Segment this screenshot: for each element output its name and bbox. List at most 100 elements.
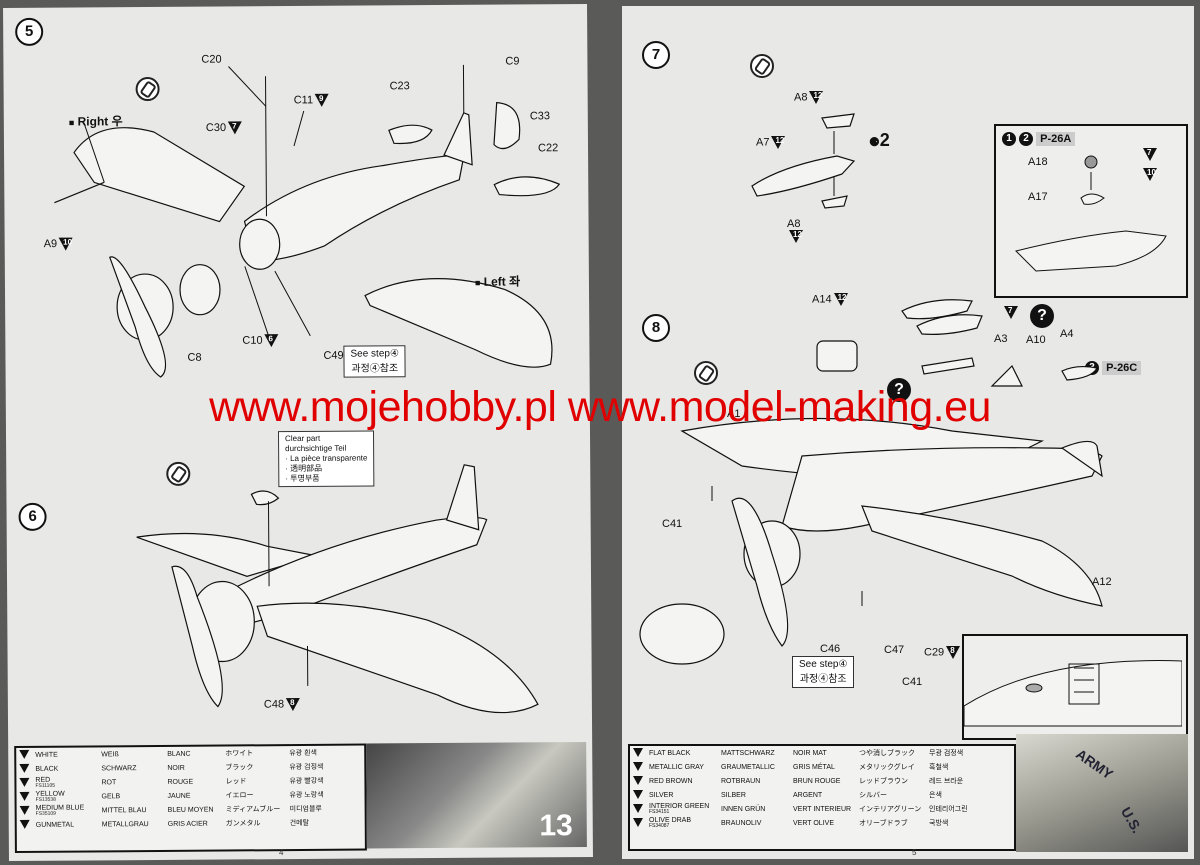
part-label-a1: A1 bbox=[727, 408, 741, 420]
paint-kr: 인테리어그린 bbox=[929, 806, 968, 813]
paint-kr: 유광 노랑색 bbox=[289, 791, 324, 800]
paint-table-right: FLAT BLACK MATTSCHWARZ NOIR MAT つや消しブラック 무광 … bbox=[628, 744, 1016, 851]
paint-number: 7 bbox=[1008, 306, 1013, 315]
paint-en: WHITE bbox=[35, 751, 58, 759]
paint-fr: GRIS MÉTAL bbox=[793, 763, 835, 771]
paint-triangle-icon bbox=[633, 747, 643, 757]
part-label-a18: A18 bbox=[1028, 156, 1048, 168]
paint-fs: FS35109 bbox=[35, 810, 56, 817]
c30-text: C30 bbox=[205, 121, 227, 135]
paint-fr: NOIR MAT bbox=[793, 749, 827, 757]
see-step-note: See step④ 과정④참조 bbox=[343, 345, 407, 378]
paint-en: RED BROWN bbox=[649, 777, 693, 785]
left-wing-label: ■ Left 좌 bbox=[475, 272, 520, 289]
right-label-text: Right 우 bbox=[77, 114, 123, 129]
step-6-drawing bbox=[136, 464, 539, 714]
paint-triangle-icon: 7 bbox=[228, 121, 243, 135]
paint-triangle-icon bbox=[19, 791, 30, 801]
part-label-c41: C41 bbox=[662, 518, 683, 530]
paint-jp: ミディアムブルー bbox=[225, 806, 281, 814]
paint-callout: 10 bbox=[1141, 168, 1157, 181]
paint-triangle-icon bbox=[633, 789, 643, 799]
part-label-a4: A4 bbox=[1060, 328, 1074, 340]
paint-de: BRAUNOLIV bbox=[721, 819, 762, 827]
paint-kr: 유광 흰색 bbox=[289, 749, 317, 758]
step-8-number: 8 bbox=[642, 314, 670, 342]
a14-text: A14 bbox=[812, 293, 832, 306]
help-icon: ? bbox=[887, 378, 911, 402]
paint-kr: 국방색 bbox=[929, 820, 949, 827]
paint-en: GUNMETAL bbox=[35, 821, 75, 829]
right-wing-shape bbox=[73, 127, 246, 223]
paint-row: FLAT BLACK MATTSCHWARZ NOIR MAT つや消しブラック 무광 … bbox=[630, 746, 971, 760]
variant-name: P-26C bbox=[1102, 360, 1142, 375]
photo-army-text: ARMY bbox=[1073, 745, 1117, 783]
paint-en: OLIVE DRAB bbox=[649, 817, 692, 824]
paint-fr: ARGENT bbox=[793, 791, 823, 799]
times-two-text: 2 bbox=[879, 130, 890, 150]
paint-triangle-icon: 7 bbox=[1004, 306, 1018, 319]
cement-icon bbox=[694, 361, 718, 385]
paint-kr: 미디엄블루 bbox=[289, 805, 322, 814]
paint-fs: FS13538 bbox=[35, 796, 56, 803]
see-step-note-right: See step④ 과정④참조 bbox=[792, 656, 855, 688]
part-label-c20: C20 bbox=[201, 53, 222, 66]
paint-kr: 유광 검정색 bbox=[289, 763, 324, 772]
paint-table-right-grid: FLAT BLACK MATTSCHWARZ NOIR MAT つや消しブラック 무광 … bbox=[630, 746, 971, 830]
part-label-c9: C9 bbox=[505, 55, 520, 68]
paint-triangle-icon: 12 bbox=[771, 136, 786, 149]
paint-triangle-icon bbox=[633, 803, 643, 813]
variant-label: 1 2 P-26A bbox=[1002, 131, 1076, 146]
paint-triangle-icon: 9 bbox=[315, 93, 330, 107]
paint-jp: ガンメタル bbox=[225, 820, 261, 828]
paint-en: FLAT BLACK bbox=[649, 749, 691, 757]
variant-badge: 1 bbox=[1002, 132, 1016, 146]
paint-number: 12 bbox=[813, 91, 823, 100]
a7-text: A7 bbox=[756, 136, 770, 149]
paint-fr: ROUGE bbox=[167, 778, 194, 786]
left-label-text: Left 좌 bbox=[483, 274, 521, 289]
part-label-a12: A12 bbox=[1092, 576, 1112, 588]
part-label-c46: C46 bbox=[820, 643, 841, 655]
page-number-left: 4 bbox=[278, 848, 284, 858]
variant-name: P-26A bbox=[1036, 131, 1076, 146]
paint-triangle-icon bbox=[19, 749, 30, 759]
paint-de: MATTSCHWARZ bbox=[721, 749, 775, 757]
paint-fr: BLANC bbox=[167, 750, 191, 758]
a9-text: A9 bbox=[43, 238, 58, 251]
paint-de: ROT bbox=[101, 778, 117, 786]
paint-en: METALLIC GRAY bbox=[649, 763, 704, 771]
paint-callout: 7 bbox=[1141, 148, 1157, 161]
left-wing-shape bbox=[364, 278, 553, 368]
variant-badge: 2 bbox=[1019, 132, 1034, 146]
paint-de: SCHWARZ bbox=[101, 764, 137, 772]
paint-triangle-icon: 12 bbox=[833, 293, 848, 306]
paint-number: 8 bbox=[290, 698, 295, 708]
cowling-ring-shape bbox=[179, 264, 221, 316]
part-label-a3: A3 bbox=[994, 333, 1008, 345]
a12-inset-drawing bbox=[963, 660, 1183, 727]
step-7-drawing bbox=[751, 113, 856, 209]
paint-kr: 유광 빨강색 bbox=[289, 777, 324, 786]
c33-shape bbox=[493, 101, 521, 150]
paint-triangle-icon: 8 bbox=[286, 697, 301, 712]
paint-jp: つや消しブラック bbox=[859, 750, 915, 757]
paint-number: 10 bbox=[63, 237, 73, 247]
photo-us-text: U.S. bbox=[1117, 804, 1146, 836]
paint-callout-a3: 7 bbox=[1002, 306, 1018, 319]
p26a-inset: 1 2 P-26A A18 A17 7 10 bbox=[994, 124, 1188, 298]
repeat-parts-icon: ⚈ bbox=[869, 135, 880, 149]
paint-number: 9 bbox=[319, 93, 324, 103]
paint-kr: 무광 검정색 bbox=[929, 750, 964, 757]
see-step-text: See step④ bbox=[350, 348, 399, 360]
part-label-c49: C49 bbox=[323, 349, 344, 362]
step-7-number: 7 bbox=[642, 41, 670, 69]
